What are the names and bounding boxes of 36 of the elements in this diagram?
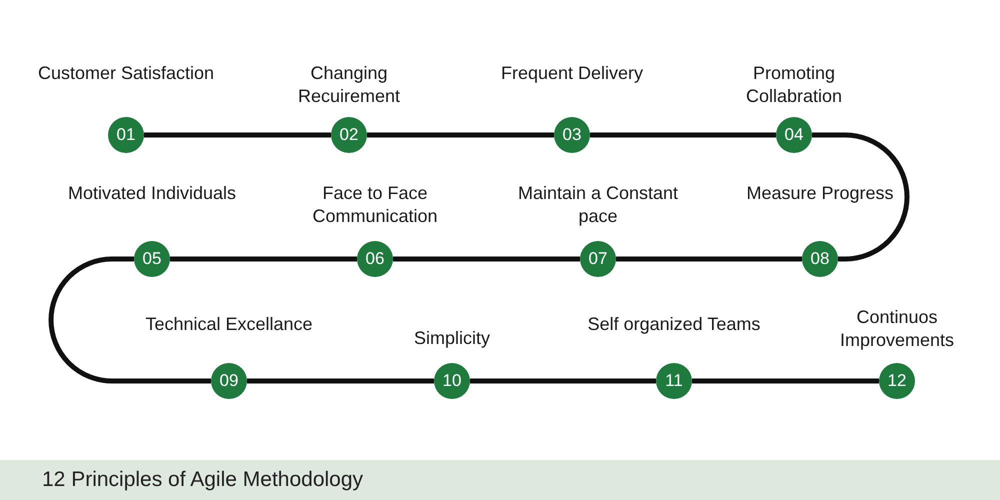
step-label: Promoting Collabration <box>744 62 844 108</box>
connector-line <box>247 378 434 384</box>
step-label: Maintain a Constant pace <box>516 182 680 228</box>
step-label: Customer Satisfaction <box>36 62 216 85</box>
connector-line <box>170 256 357 262</box>
step-number-circle: 03 <box>554 117 590 153</box>
step-number-circle: 08 <box>802 241 838 277</box>
connector-line <box>470 378 656 384</box>
step-label: Changing Recuirement <box>296 62 402 108</box>
step-number-circle: 10 <box>434 363 470 399</box>
step-label: Face to Face Communication <box>311 182 439 228</box>
connector-line <box>616 256 802 262</box>
diagram-title: 12 Principles of Agile Methodology <box>42 468 364 492</box>
connector-line <box>144 132 331 138</box>
step-label: Self organized Teams <box>586 313 762 336</box>
step-label: Continuos Improvements <box>838 306 956 352</box>
connector-line <box>48 256 211 384</box>
step-label: Frequent Delivery <box>500 62 644 85</box>
step-label: Technical Excellance <box>144 313 314 336</box>
connector-line <box>393 256 580 262</box>
step-number-circle: 06 <box>357 241 393 277</box>
step-number-circle: 12 <box>879 363 915 399</box>
step-label: Simplicity <box>412 327 491 350</box>
step-number-circle: 01 <box>108 117 144 153</box>
connector-line <box>692 378 879 384</box>
step-number-circle: 05 <box>134 241 170 277</box>
step-number-circle: 07 <box>580 241 616 277</box>
connector-line <box>812 132 910 262</box>
connector-line <box>367 132 554 138</box>
step-number-circle: 09 <box>211 363 247 399</box>
step-number-circle: 11 <box>656 363 692 399</box>
connector-line <box>590 132 776 138</box>
step-label: Measure Progress <box>745 182 895 205</box>
step-number-circle: 02 <box>331 117 367 153</box>
step-number-circle: 04 <box>776 117 812 153</box>
step-label: Motivated Individuals <box>66 182 238 205</box>
